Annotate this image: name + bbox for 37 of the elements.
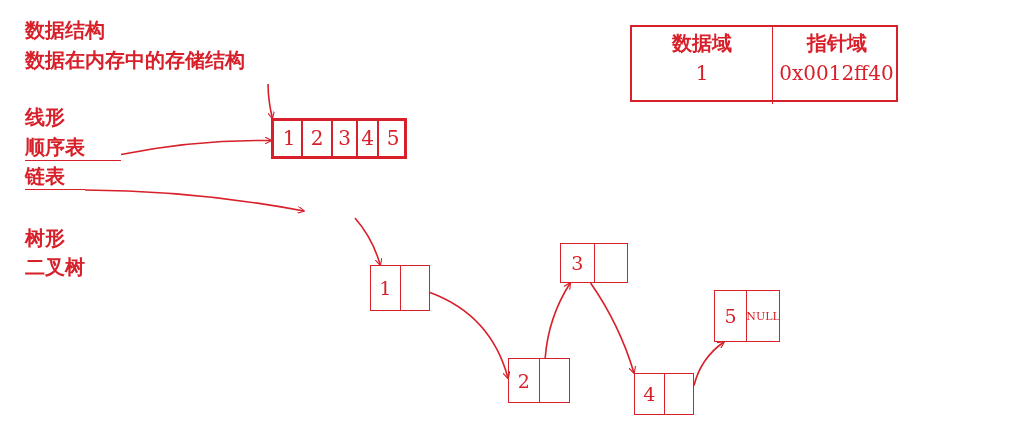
category-label: 线形 <box>25 105 65 129</box>
array-cell: 3 <box>331 121 356 156</box>
memory-table <box>630 25 898 102</box>
category-label: 树形 <box>25 226 65 250</box>
field-value: 1 <box>695 60 709 87</box>
arrow <box>429 291 511 380</box>
array-cell: 2 <box>301 121 331 156</box>
pointer-value: NULL <box>746 309 780 323</box>
node-value: 5 <box>724 305 737 327</box>
arrow <box>589 282 636 375</box>
list-node <box>714 290 780 342</box>
array-cell: 1 <box>274 121 304 156</box>
node-value: 4 <box>643 383 656 405</box>
type-label: 二叉树 <box>25 255 85 279</box>
arrow <box>354 217 383 267</box>
arrow <box>120 136 273 156</box>
arrow <box>266 83 275 120</box>
array-cell: 4 <box>356 121 377 156</box>
subheading: 数据在内存中的存储结构 <box>25 48 245 72</box>
list-node <box>560 243 628 283</box>
term-label: 顺序表 <box>25 135 121 161</box>
list-node <box>370 265 430 311</box>
list-node <box>508 358 570 403</box>
array-box <box>271 118 407 159</box>
arrow <box>84 189 306 214</box>
arrow <box>693 341 725 387</box>
field-header: 数据域 <box>672 30 732 57</box>
array-cell: 5 <box>377 121 407 156</box>
node-value: 2 <box>517 369 530 392</box>
node-value: 3 <box>571 252 584 274</box>
term-label: 链表 <box>25 164 85 190</box>
node-value: 1 <box>379 277 392 299</box>
arrow <box>544 281 572 359</box>
heading: 数据结构 <box>25 18 105 42</box>
field-header: 指针域 <box>806 30 867 57</box>
list-node <box>634 373 694 415</box>
field-value: 0x0012ff40 <box>779 60 894 87</box>
